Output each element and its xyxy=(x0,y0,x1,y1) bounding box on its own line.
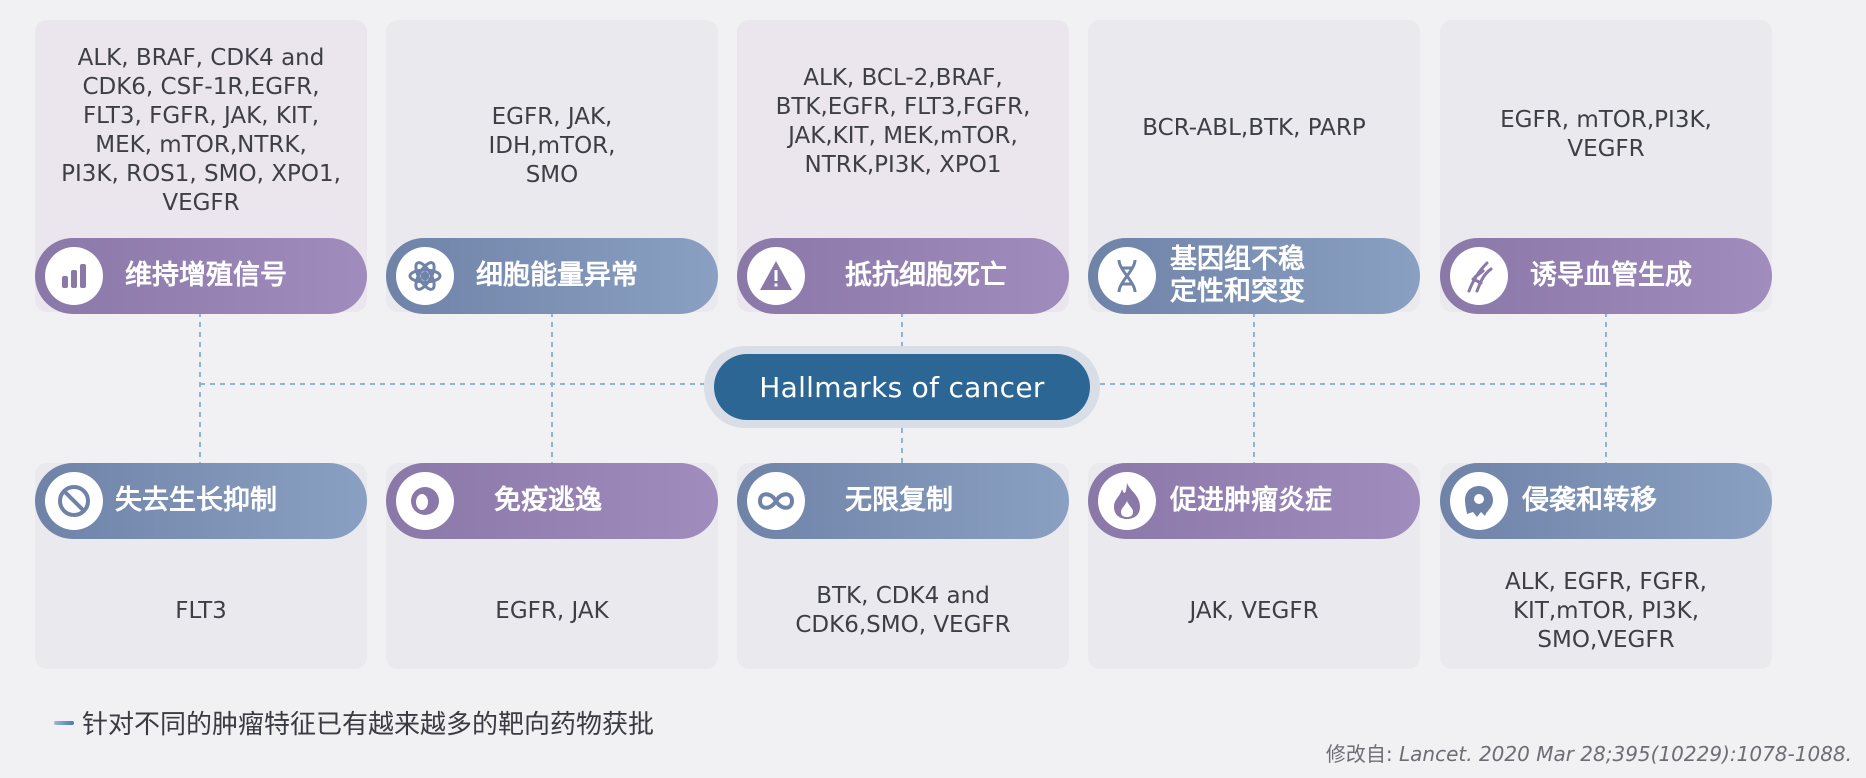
hallmark-card-tumor-promoting-inflammation: 促进肿瘤炎症 JAK, VEGFR xyxy=(1088,463,1420,669)
hallmark-label-pill: 细胞能量异常 xyxy=(386,238,718,314)
target-list: EGFR, JAK xyxy=(495,597,609,624)
target-list: EGFR, JAK, IDH,mTOR, SMO xyxy=(488,103,616,188)
hallmark-label: 失去生长抑制 xyxy=(115,485,277,516)
target-list: ALK, EGFR, FGFR, KIT,mTOR, PI3K, SMO,VEG… xyxy=(1504,568,1707,653)
hallmark-card-avoiding-immune-destruction: 免疫逃逸 EGFR, JAK xyxy=(386,463,718,669)
blood-vessel-icon xyxy=(1450,247,1508,305)
hallmark-label-pill: 促进肿瘤炎症 xyxy=(1088,463,1420,539)
flame-icon xyxy=(1098,472,1156,530)
hallmark-label: 基因组不稳 定性和突变 xyxy=(1170,244,1305,307)
hallmark-label: 诱导血管生成 xyxy=(1530,260,1692,291)
target-list: BCR-ABL,BTK, PARP xyxy=(1142,115,1366,141)
hallmark-label: 免疫逃逸 xyxy=(494,485,602,516)
footnote: 针对不同的肿瘤特征已有越来越多的靶向药物获批 xyxy=(54,704,654,741)
hallmarks-hub: Hallmarks of cancer xyxy=(704,346,1100,428)
hallmark-label: 侵袭和转移 xyxy=(1522,485,1657,516)
hallmark-label-pill: 无限复制 xyxy=(737,463,1069,539)
hallmark-label: 细胞能量异常 xyxy=(476,260,638,291)
hallmark-card-sustaining-proliferative-signaling: ALK, BRAF, CDK4 and CDK6, CSF-1R,EGFR, F… xyxy=(35,20,367,314)
hallmark-label: 促进肿瘤炎症 xyxy=(1170,485,1332,516)
source-reference: Lancet. 2020 Mar 28;395(10229):1078-1088… xyxy=(1399,742,1852,766)
hallmark-label-pill: 抵抗细胞死亡 xyxy=(737,238,1069,314)
footnote-text: 针对不同的肿瘤特征已有越来越多的靶向药物获批 xyxy=(82,710,655,740)
hallmark-card-inducing-angiogenesis: EGFR, mTOR,PI3K, VEGFR 诱导血管生成 xyxy=(1440,20,1772,314)
target-list: BTK, CDK4 and CDK6,SMO, VEGFR xyxy=(795,583,1011,638)
bullet-dash xyxy=(54,720,74,725)
target-list: ALK, BRAF, CDK4 and CDK6, CSF-1R,EGFR, F… xyxy=(61,45,341,216)
hallmark-label: 抵抗细胞死亡 xyxy=(845,260,1007,291)
hallmark-label-pill: 诱导血管生成 xyxy=(1440,238,1772,314)
hallmark-label-pill: 基因组不稳 定性和突变 xyxy=(1088,238,1420,314)
infinity-icon xyxy=(747,472,805,530)
prohibited-icon xyxy=(45,472,103,530)
target-list: JAK, VEGFR xyxy=(1189,597,1319,624)
hallmarks-of-cancer-label: Hallmarks of cancer xyxy=(714,354,1090,420)
hallmark-label-pill: 维持增殖信号 xyxy=(35,238,367,314)
hallmark-card-genome-instability-and-mutation: BCR-ABL,BTK, PARP 基因组不稳 定性和突变 xyxy=(1088,20,1420,314)
hallmark-card-enabling-replicative-immortality: 无限复制 BTK, CDK4 and CDK6,SMO, VEGFR xyxy=(737,463,1069,669)
target-list: ALK, BCL-2,BRAF, BTK,EGFR, FLT3,FGFR, JA… xyxy=(775,65,1031,178)
hallmark-card-evading-growth-suppressors: 失去生长抑制 FLT3 xyxy=(35,463,367,669)
bar-chart-icon xyxy=(45,247,103,305)
warning-icon xyxy=(747,247,805,305)
hallmark-card-resisting-cell-death: ALK, BCL-2,BRAF, BTK,EGFR, FLT3,FGFR, JA… xyxy=(737,20,1069,314)
hallmark-label: 维持增殖信号 xyxy=(125,260,287,291)
hallmark-label-pill: 侵袭和转移 xyxy=(1440,463,1772,539)
cell-icon xyxy=(396,472,454,530)
target-list: FLT3 xyxy=(175,597,227,624)
target-list: EGFR, mTOR,PI3K, VEGFR xyxy=(1500,107,1712,162)
atom-icon xyxy=(396,247,454,305)
dna-icon xyxy=(1098,247,1156,305)
source-citation: 修改自: Lancet. 2020 Mar 28;395(10229):1078… xyxy=(1326,738,1852,767)
hallmark-label-pill: 免疫逃逸 xyxy=(386,463,718,539)
hallmark-card-activating-invasion-and-metastasis: 侵袭和转移 ALK, EGFR, FGFR, KIT,mTOR, PI3K, S… xyxy=(1440,463,1772,669)
hallmark-label-pill: 失去生长抑制 xyxy=(35,463,367,539)
metastasis-icon xyxy=(1450,472,1508,530)
hallmark-card-deregulating-cellular-energetics: EGFR, JAK, IDH,mTOR, SMO 细胞能量异常 xyxy=(386,20,718,314)
hallmark-label: 无限复制 xyxy=(845,485,953,516)
source-prefix: 修改自: xyxy=(1325,742,1400,766)
